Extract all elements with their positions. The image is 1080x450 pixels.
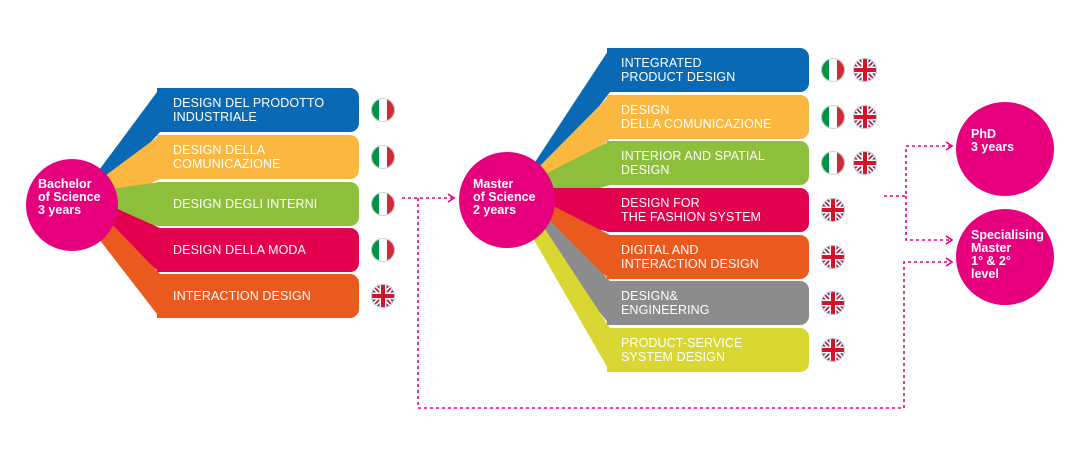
program-label: PRODUCT-SERVICE SYSTEM DESIGN bbox=[621, 336, 743, 364]
master-label: Master of Science 2 years bbox=[473, 177, 536, 217]
bachelor-program-3: DESIGN DEGLI INTERNI bbox=[157, 182, 359, 226]
it-flag-icon bbox=[371, 238, 395, 262]
it-flag-icon bbox=[821, 151, 845, 175]
master-program-6: DESIGN& ENGINEERING bbox=[607, 281, 809, 325]
bachelor-program-4: DESIGN DELLA MODA bbox=[157, 228, 359, 272]
master-to-specialising-arrowhead bbox=[945, 235, 954, 245]
master-program-1: INTEGRATED PRODUCT DESIGN bbox=[607, 48, 809, 92]
master-program-7: PRODUCT-SERVICE SYSTEM DESIGN bbox=[607, 328, 809, 372]
program-label: INTEGRATED PRODUCT DESIGN bbox=[621, 56, 736, 84]
uk-flag-icon bbox=[853, 105, 877, 129]
uk-flag-icon bbox=[853, 151, 877, 175]
uk-flag-icon bbox=[821, 338, 845, 362]
uk-flag-icon bbox=[821, 245, 845, 269]
it-flag-icon bbox=[821, 105, 845, 129]
master-program-2: DESIGN DELLA COMUNICAZIONE bbox=[607, 95, 809, 139]
master-program-5: DIGITAL AND INTERACTION DESIGN bbox=[607, 235, 809, 279]
program-label: DIGITAL AND INTERACTION DESIGN bbox=[621, 243, 759, 271]
bachelor-node bbox=[26, 159, 118, 251]
program-label: DESIGN& ENGINEERING bbox=[621, 289, 710, 317]
uk-flag-icon bbox=[821, 291, 845, 315]
phd-node bbox=[956, 102, 1054, 196]
program-label: INTERACTION DESIGN bbox=[173, 289, 311, 303]
it-flag-icon bbox=[371, 145, 395, 169]
specialising-master-node bbox=[956, 209, 1054, 305]
phd-label: PhD 3 years bbox=[971, 127, 1015, 154]
master-to-phd-connector bbox=[884, 145, 950, 197]
master-program-4: DESIGN FOR THE FASHION SYSTEM bbox=[607, 188, 809, 232]
master-fan-7 bbox=[518, 188, 610, 372]
master-node bbox=[459, 152, 555, 248]
uk-flag-icon bbox=[821, 198, 845, 222]
program-label: DESIGN FOR THE FASHION SYSTEM bbox=[621, 196, 762, 224]
master-program-3: INTERIOR AND SPATIAL DESIGN bbox=[607, 141, 809, 185]
bachelor-program-5: INTERACTION DESIGN bbox=[157, 274, 359, 318]
bachelor-to-master-arrowhead bbox=[447, 193, 456, 203]
uk-flag-icon bbox=[853, 58, 877, 82]
program-label: DESIGN DELLA COMUNICAZIONE bbox=[621, 103, 772, 131]
connector-arrows bbox=[402, 141, 954, 409]
master-to-phd-arrowhead bbox=[945, 141, 954, 151]
it-flag-icon bbox=[371, 192, 395, 216]
bachelor-program-2: DESIGN DELLA COMUNICAZIONE bbox=[157, 135, 359, 179]
program-label: DESIGN DELLA MODA bbox=[173, 243, 306, 257]
program-label: INTERIOR AND SPATIAL DESIGN bbox=[621, 149, 765, 177]
it-flag-icon bbox=[821, 58, 845, 82]
program-label: DESIGN DEL PRODOTTO INDUSTRIALE bbox=[173, 96, 325, 124]
specialising-master-label: Specialising Master 1° & 2° level bbox=[971, 228, 1044, 281]
master-to-specialising-connector bbox=[905, 196, 950, 241]
program-label: DESIGN DELLA COMUNICAZIONE bbox=[173, 143, 281, 171]
program-label: DESIGN DEGLI INTERNI bbox=[173, 197, 318, 211]
bachelor-to-specialising-arrowhead bbox=[945, 257, 954, 267]
bachelor-label: Bachelor of Science 3 years bbox=[38, 177, 101, 217]
it-flag-icon bbox=[371, 98, 395, 122]
bachelor-program-1: DESIGN DEL PRODOTTO INDUSTRIALE bbox=[157, 88, 359, 132]
bachelor-to-specialising-connector bbox=[417, 198, 950, 409]
uk-flag-icon bbox=[371, 284, 395, 308]
